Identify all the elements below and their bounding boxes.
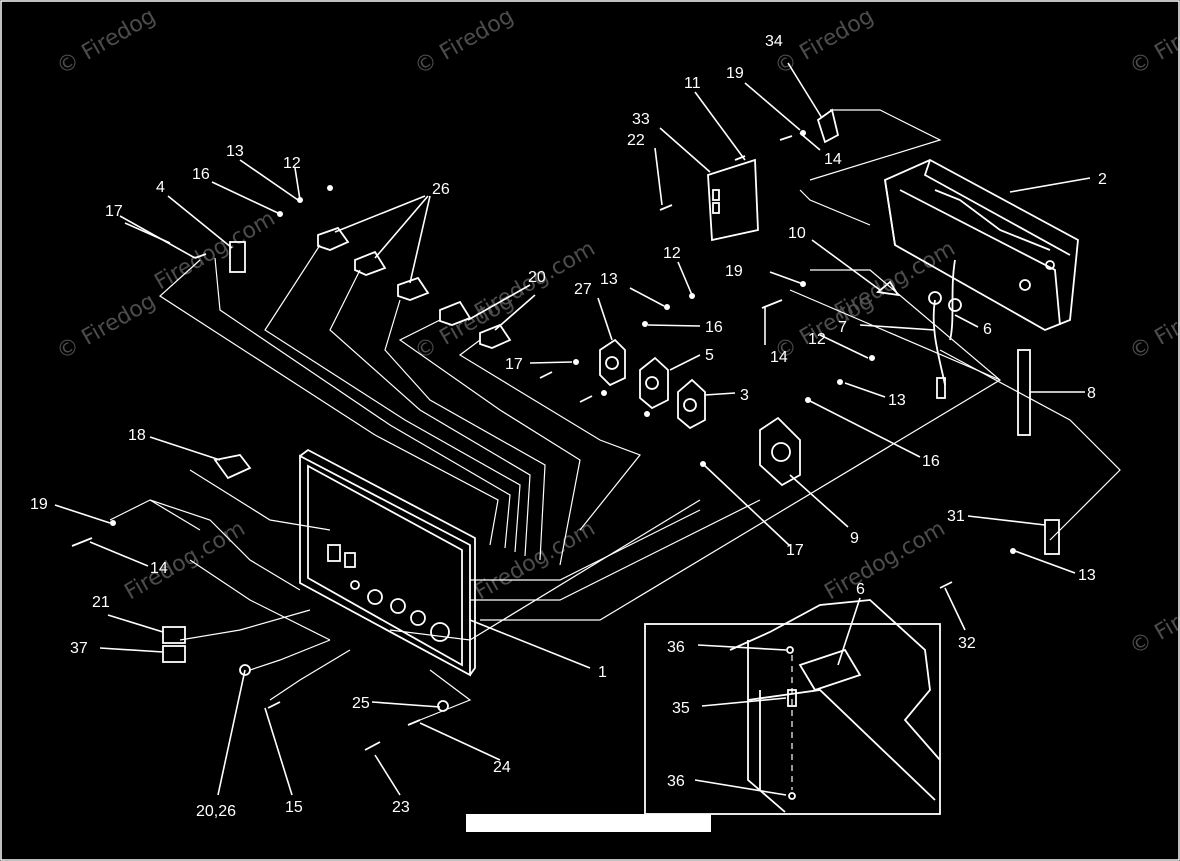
callout-label: 11	[684, 75, 701, 92]
callout-label: 17	[505, 356, 523, 373]
callout-label: 2	[1098, 171, 1107, 188]
watermark: © Firedog	[1126, 4, 1180, 80]
generator-housing	[884, 158, 1079, 331]
leader-lines	[54, 62, 1091, 796]
callout-label: 35	[672, 700, 690, 717]
callout-label: 4	[156, 179, 165, 196]
callout-label: 19	[725, 263, 743, 280]
callout-label: 6	[856, 581, 865, 598]
callout-label: 23	[392, 799, 410, 816]
callout-label: 14	[150, 560, 168, 577]
callout-label: 7	[838, 319, 847, 336]
watermark: © Firedog	[1126, 289, 1180, 365]
callout-label: 24	[493, 759, 511, 776]
callout-label: 17	[786, 542, 804, 559]
callout-label: 34	[765, 33, 783, 50]
callout-label: 32	[958, 635, 976, 652]
watermark: © Firedog	[53, 289, 160, 365]
callout-label: 33	[632, 111, 650, 128]
wiring-harness	[109, 109, 1121, 721]
callout-label: 10	[788, 225, 806, 242]
callout-label: 17	[105, 203, 123, 220]
callout-label: 14	[770, 349, 788, 366]
callout-label: 12	[808, 331, 826, 348]
callout-label: 18	[128, 427, 146, 444]
callout-label: 16	[922, 453, 940, 470]
bracket-10	[875, 280, 900, 297]
callout-label: 5	[705, 347, 714, 364]
callout-label: 21	[92, 594, 110, 611]
callout-label: 8	[1087, 385, 1096, 402]
watermark-url: Firedog.com	[821, 516, 950, 605]
inset-detail	[644, 599, 941, 815]
callout-labels: 1 2 3 4 5 6 6 7 8 9 10 11 12 12 12 13 13…	[30, 33, 1107, 820]
callout-label: 19	[30, 496, 48, 513]
callout-label: 13	[600, 271, 618, 288]
watermark-url: Firedog.com	[151, 206, 280, 295]
callout-label: 15	[285, 799, 303, 816]
callout-label: 26	[432, 181, 450, 198]
callout-label: 6	[983, 321, 992, 338]
control-panel	[299, 448, 476, 677]
callout-label: 27	[574, 281, 592, 298]
callout-label: 36	[667, 639, 685, 656]
callout-label: 13	[226, 143, 244, 160]
watermarks: © Firedog © Firedog © Firedog © Firedog …	[53, 4, 1180, 660]
callout-label: 13	[888, 392, 906, 409]
watermark-url: Firedog.com	[831, 236, 960, 325]
callout-label: 37	[70, 640, 88, 657]
callout-label: 16	[192, 166, 210, 183]
callout-label: 12	[283, 155, 301, 172]
callout-label: 19	[726, 65, 744, 82]
callout-label: 25	[352, 695, 370, 712]
watermark-url: Firedog.com	[121, 516, 250, 605]
caption-bar	[466, 814, 711, 832]
callout-label: 31	[947, 508, 965, 525]
watermark: © Firedog	[771, 4, 878, 80]
callout-label: 9	[850, 530, 859, 547]
hardware-parts	[71, 108, 1060, 751]
callout-label: 36	[667, 773, 685, 790]
callout-label: 16	[705, 319, 723, 336]
watermark: © Firedog	[53, 4, 160, 80]
callout-label: 14	[824, 151, 842, 168]
callout-label: 12	[663, 245, 681, 262]
callout-label: 1	[598, 664, 607, 681]
callout-label: 20,26	[196, 803, 236, 820]
callout-label: 22	[627, 132, 645, 149]
watermark: © Firedog	[1126, 584, 1180, 660]
callout-label: 3	[740, 387, 749, 404]
callout-label: 20	[528, 269, 546, 286]
callout-label: 13	[1078, 567, 1096, 584]
watermark: © Firedog	[411, 4, 518, 80]
